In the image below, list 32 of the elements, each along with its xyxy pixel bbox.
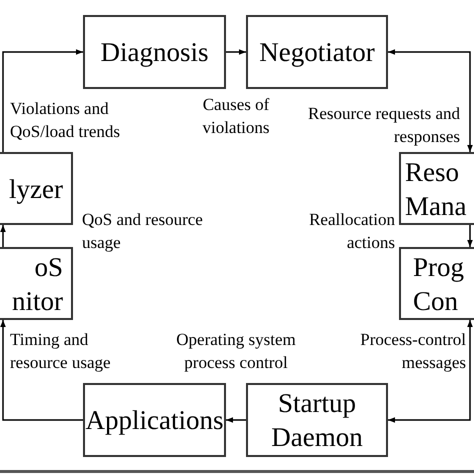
edge-label: Timing and resource usage [10,329,112,374]
box-label: oS nitor [11,250,63,318]
edge-label: Violations and QoS/load trends [10,98,122,143]
edge-label: Process-control messages [359,329,466,374]
arrow [2,49,83,152]
edge-label: Reallocation actions [308,209,395,254]
edge-label: Causes of violations [201,94,271,139]
process-box [246,15,388,89]
box-label: Prog Con [413,250,466,318]
box-label: Startup Daemon [270,387,364,454]
box-label: Applications [86,404,224,437]
arrow [388,49,473,152]
process-box [399,152,474,225]
process-box [0,247,73,320]
box-label: Reso Mana [405,156,468,222]
box-label: lyzer [9,172,63,206]
arrow [226,49,246,55]
edge-label: Resource requests and responses [306,103,460,148]
arrow [0,320,83,421]
edge-label: QoS and resource usage [82,209,204,254]
process-box [246,383,388,457]
box-label: Diagnosis [100,36,208,69]
arrow [388,320,473,423]
process-box [0,152,73,225]
process-box [83,383,226,457]
arrow [0,225,6,247]
process-box [399,247,474,320]
arrow [226,417,246,423]
edge-label: Operating system process control [175,329,297,374]
arrow [467,225,473,247]
box-label: Negotiator [259,36,375,69]
process-box [83,15,226,89]
